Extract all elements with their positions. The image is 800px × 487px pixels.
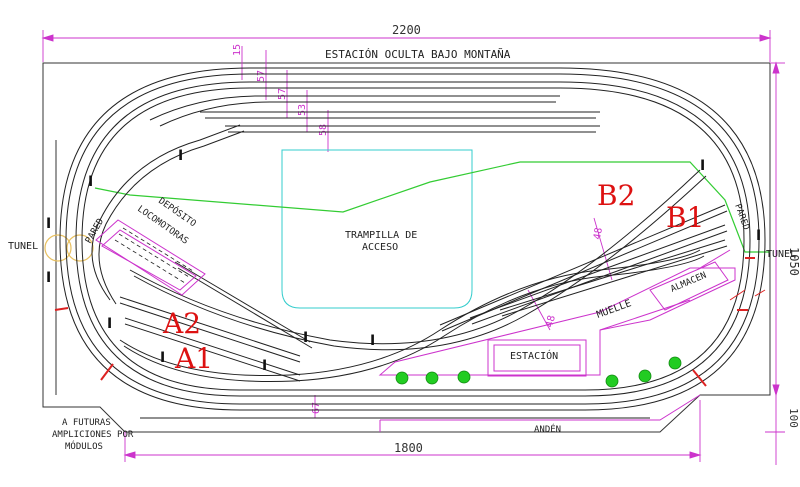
dim-spacing-2: 57 — [256, 70, 267, 82]
tree-icon — [395, 371, 409, 385]
svg-text:I: I — [46, 270, 51, 286]
marker-a2: A2 — [162, 307, 201, 340]
future-note-line-1: A FUTURAS — [62, 418, 111, 428]
svg-text:I: I — [178, 148, 183, 164]
svg-text:I: I — [262, 358, 267, 374]
tree-icon — [457, 370, 471, 384]
future-note-line-2: AMPLICIONES POR — [52, 430, 134, 440]
dim-spacing-4: 53 — [297, 104, 308, 116]
dim-bottom-gap: 67 — [311, 402, 322, 414]
mountain-ridge-line — [94, 161, 770, 253]
svg-text:I: I — [88, 174, 93, 190]
trees — [395, 356, 682, 388]
dim-lower-depth: 100 — [787, 408, 800, 428]
red-marks — [54, 257, 766, 387]
track-loops — [59, 67, 766, 419]
station-label: ESTACIÓN — [510, 349, 558, 362]
trapdoor-label-1: TRAMPILLA DE — [345, 230, 417, 241]
svg-text:I: I — [700, 158, 705, 174]
block-marks: I I I I I I I I I I I — [46, 148, 761, 374]
dim-siding-a: 48 — [544, 314, 558, 328]
hidden-station-label: ESTACIÓN OCULTA BAJO MONTAÑA — [325, 48, 511, 61]
tree-icon — [425, 371, 439, 385]
section-markers: A2 A1 B2 B1 — [162, 179, 704, 375]
tunnel-portals — [44, 234, 94, 262]
svg-text:I: I — [107, 316, 112, 332]
dim-spacing-3: 57 — [277, 88, 288, 100]
svg-text:I: I — [756, 228, 761, 244]
dim-total-width: 2200 — [392, 23, 421, 37]
dim-spacing-1: 15 — [232, 44, 243, 56]
svg-text:I: I — [303, 330, 308, 346]
board-outline — [42, 62, 771, 433]
marker-b2: B2 — [597, 179, 635, 212]
dimension-texts: 2200 1050 100 1800 — [392, 23, 800, 455]
dim-total-depth: 1050 — [787, 247, 800, 276]
trapdoor-label-2: ACCESO — [362, 242, 398, 253]
muelle-label: MUELLE — [595, 298, 633, 321]
dim-lower-width: 1800 — [394, 441, 423, 455]
tunel-right-label: TUNEL — [766, 249, 796, 260]
marker-b1: B1 — [666, 201, 704, 234]
svg-text:I: I — [46, 216, 51, 232]
tree-icon — [668, 356, 682, 370]
locomotive-depot — [95, 219, 206, 296]
future-note-line-3: MÓDULOS — [65, 440, 103, 452]
tree-icon — [605, 374, 619, 388]
svg-text:I: I — [160, 350, 165, 366]
dimension-lines — [41, 30, 785, 465]
marker-a1: A1 — [174, 342, 213, 375]
almacen-label: ALMACEN — [669, 271, 708, 295]
tunel-left-label: TUNEL — [8, 241, 38, 252]
trapdoor-outline — [281, 149, 473, 309]
anden-label: ANDÉN — [534, 423, 561, 435]
dim-spacing-5: 58 — [318, 124, 329, 136]
svg-text:I: I — [370, 333, 375, 349]
dim-siding-b: 48 — [592, 227, 605, 241]
tree-icon — [638, 369, 652, 383]
station-area — [378, 249, 736, 432]
spacing-texts: 15 57 57 53 58 48 48 67 — [232, 44, 605, 414]
